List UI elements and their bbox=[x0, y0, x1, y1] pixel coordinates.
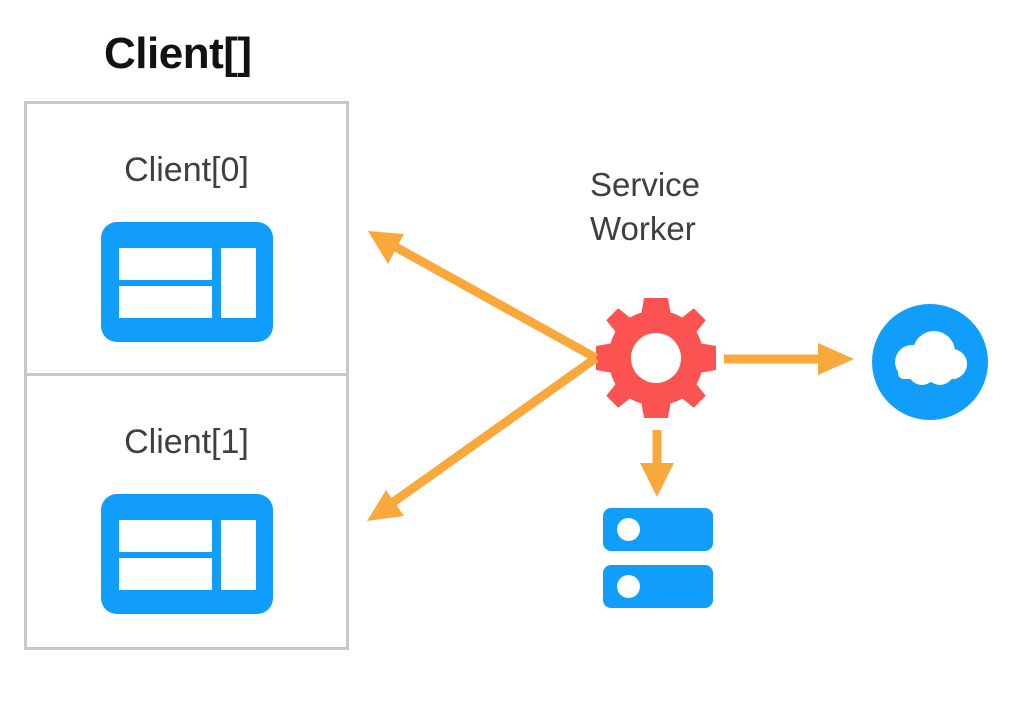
arrow-service-worker-to-client-1 bbox=[367, 354, 599, 521]
database-indicator-dot bbox=[617, 518, 640, 541]
window-pane-right bbox=[220, 248, 256, 318]
cloud-icon bbox=[872, 304, 988, 420]
database-indicator-dot bbox=[617, 575, 640, 598]
client-array-container: Client[0] Client[1] bbox=[24, 101, 349, 650]
client-item-0[interactable]: Client[0] bbox=[27, 104, 346, 376]
window-pane-top-left bbox=[118, 519, 212, 552]
window-pane-top-left bbox=[118, 248, 212, 280]
client-item-0-label: Client[0] bbox=[124, 151, 249, 189]
database-icon bbox=[603, 508, 713, 608]
arrow-service-worker-to-cloud bbox=[724, 343, 854, 375]
gear-icon bbox=[596, 298, 716, 418]
database-bar-bottom bbox=[603, 565, 713, 608]
client-item-1[interactable]: Client[1] bbox=[27, 376, 346, 648]
client-item-1-label: Client[1] bbox=[124, 422, 249, 461]
page-title: Client[] bbox=[104, 29, 252, 78]
database-bar-top bbox=[603, 508, 713, 551]
client-item-1-icon-wrap bbox=[100, 493, 273, 614]
window-pane-bottom-left bbox=[118, 286, 212, 318]
browser-window-icon bbox=[100, 222, 273, 342]
window-pane-right bbox=[220, 519, 256, 590]
arrow-service-worker-to-database bbox=[640, 430, 674, 497]
client-item-0-icon-wrap bbox=[100, 222, 273, 342]
window-pane-bottom-left bbox=[118, 557, 212, 590]
arrow-service-worker-to-client-0 bbox=[368, 231, 599, 362]
browser-window-icon bbox=[100, 493, 273, 614]
service-worker-label: Service Worker bbox=[590, 166, 701, 247]
